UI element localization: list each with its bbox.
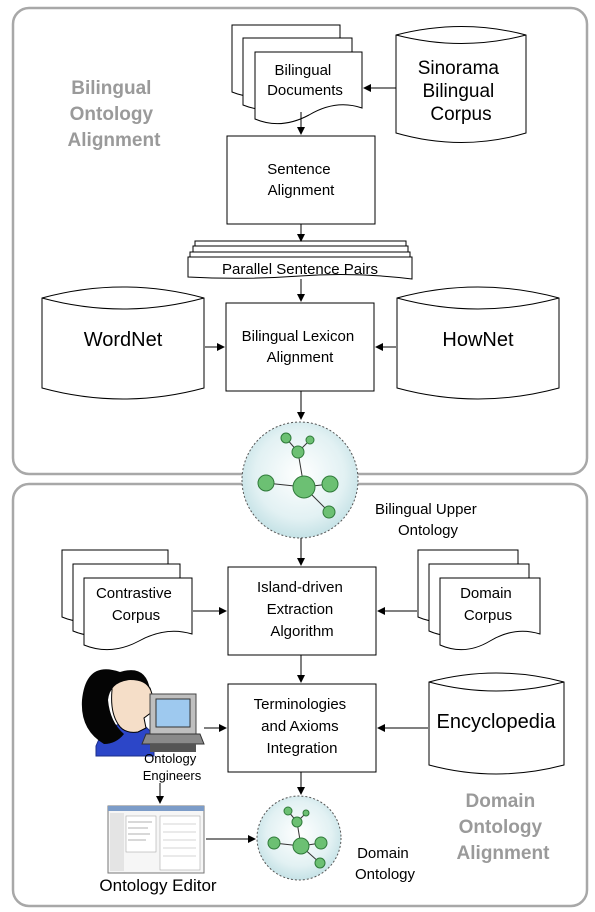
svg-text:Bilingual Documents: Bilingual Documents	[267, 62, 343, 99]
hownet-node: HowNet	[396, 286, 560, 400]
svg-text:Parallel Sentence Pairs: Parallel Sentence Pairs	[222, 261, 378, 278]
ontology-engineers-label: Ontology Engineers	[143, 751, 202, 783]
svg-text:Domain Corpus: Domain Corpus	[460, 585, 516, 624]
domain-ontology-label: Domain Ontology	[355, 845, 416, 883]
computer-icon	[141, 693, 205, 752]
svg-text:Sinorama Bilingual: Sinorama Bilingual Corpus	[418, 58, 505, 125]
svg-text:Encyclopedia: Encyclopedia	[437, 711, 557, 733]
svg-text:WordNet: WordNet	[84, 329, 163, 351]
contrastive-corpus-node: Contrastive Corpus	[61, 549, 193, 651]
svg-text:HowNet: HowNet	[442, 329, 514, 351]
svg-text:Terminologies and Axioms: Terminologies and Axioms Integration	[254, 696, 351, 757]
svg-text:Bilingual Lexicon Alignm: Bilingual Lexicon Alignment	[242, 328, 359, 366]
domain-corpus-node: Domain Corpus	[417, 549, 541, 651]
wordnet-node: WordNet	[41, 286, 205, 400]
upper-ontology-sphere	[241, 421, 359, 539]
svg-text:Island-driven Extraction: Island-driven Extraction Algorithm	[257, 579, 347, 640]
extraction-algorithm-node: Island-driven Extraction Algorithm	[227, 566, 377, 656]
svg-text:Contrastive Corpus: Contrastive Corpus	[96, 585, 176, 624]
lexicon-alignment-node: Bilingual Lexicon Alignment	[225, 302, 375, 392]
integration-node: Terminologies and Axioms Integration	[227, 683, 377, 773]
bilingual-documents-node: Bilingual Documents	[231, 24, 363, 125]
section-title-bottom: Domain Ontology Alignment	[457, 791, 551, 864]
ontology-engineer-person-icon	[81, 669, 155, 757]
sentence-alignment-node: Sentence Alignment	[226, 135, 376, 225]
encyclopedia-node: Encyclopedia	[428, 672, 565, 775]
section-title-top: Bilingual Ontology Alignment	[68, 78, 162, 151]
svg-text:Sentence Alignment: Sentence Alignment	[267, 161, 335, 199]
upper-ontology-label: Bilingual Upper Ontology	[375, 501, 481, 539]
ontology-editor-screenshot-icon	[107, 805, 205, 874]
parallel-sentence-pairs-node: Parallel Sentence Pairs	[187, 240, 413, 280]
sinorama-corpus-node: Sinorama Bilingual Corpus	[395, 26, 527, 143]
ontology-editor-label: Ontology Editor	[99, 876, 217, 895]
domain-ontology-sphere	[256, 795, 342, 881]
